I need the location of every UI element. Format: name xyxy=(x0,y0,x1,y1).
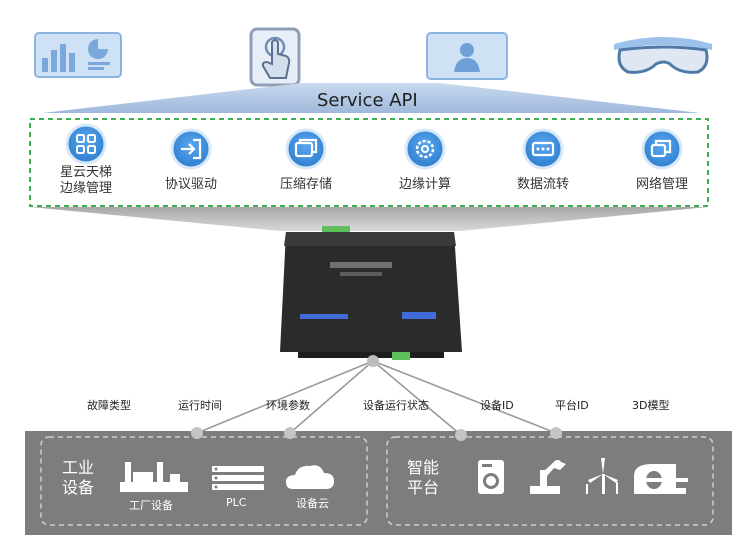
smart-platform-title: 智能 平台 xyxy=(407,458,440,497)
metric-platform-id: 平台ID xyxy=(555,399,589,412)
module-label-network-management: 网络管理 xyxy=(635,177,688,192)
login-arrow-icon xyxy=(170,128,212,170)
module-label-data-flow: 数据流转 xyxy=(516,177,569,192)
grid-apps-icon xyxy=(65,123,107,165)
service-api-label: Service API xyxy=(317,90,418,111)
data-bar-icon xyxy=(522,128,564,170)
wind-turbine-icon xyxy=(586,458,618,494)
hub-node xyxy=(367,355,379,367)
metric-run-time: 运行时间 xyxy=(178,399,222,412)
robot-arm-icon xyxy=(530,460,566,494)
metric-3d-model: 3D模型 xyxy=(632,399,670,412)
metric-fault-type: 故障类型 xyxy=(87,399,131,412)
cloud-icon xyxy=(286,465,334,489)
module-label-edge-management: 星云天梯 边缘管理 xyxy=(59,165,112,196)
service-api-funnel xyxy=(42,83,700,113)
device-cloud-label: 设备云 xyxy=(296,497,329,510)
dashboard-monitor-icon xyxy=(34,32,122,78)
industrial-group-box xyxy=(40,436,368,526)
plc-rack-icon xyxy=(212,466,264,490)
connection-point xyxy=(550,427,562,439)
stack-icon xyxy=(285,128,327,170)
gear-icon xyxy=(404,128,446,170)
metric-device-id: 设备ID xyxy=(480,399,514,412)
module-label-protocol-driver: 协议驱动 xyxy=(164,177,217,192)
video-call-monitor-icon xyxy=(426,32,508,80)
washing-machine-icon xyxy=(478,460,504,494)
modules-box xyxy=(29,118,709,207)
vr-headset-icon xyxy=(614,37,712,74)
module-label-edge-computing: 边缘计算 xyxy=(398,177,451,192)
metric-device-status: 设备运行状态 xyxy=(363,399,429,412)
edge-gateway-device xyxy=(280,226,462,360)
factory-icon xyxy=(120,462,188,492)
connection-point xyxy=(284,427,296,439)
module-label-compress-storage: 压缩存储 xyxy=(279,177,332,192)
smart-platform-group-box xyxy=(386,436,714,526)
plc-label: PLC xyxy=(226,496,247,509)
metric-env-params: 环境参数 xyxy=(266,399,310,412)
factory-equipment-label: 工厂设备 xyxy=(129,499,173,512)
connection-point xyxy=(455,429,467,441)
tablet-touch-icon xyxy=(249,27,301,87)
connection-point xyxy=(191,427,203,439)
windows-icon xyxy=(641,128,683,170)
connection-lines xyxy=(196,360,557,436)
mri-scanner-icon xyxy=(634,464,688,494)
edge-funnel xyxy=(30,207,708,231)
industrial-equipment-title: 工业 设备 xyxy=(62,458,95,497)
